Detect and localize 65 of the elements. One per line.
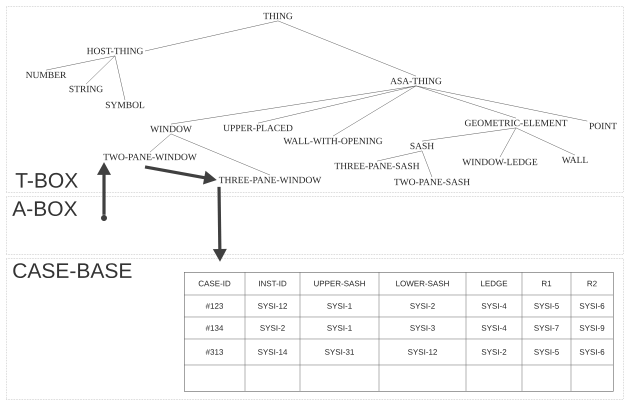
concept-label: WALL: [562, 156, 588, 164]
table-cell: UPPER-SASH: [314, 280, 365, 286]
concept-label: TWO-PANE-SASH: [394, 178, 470, 186]
concept-label: THREE-PANE-WINDOW: [218, 176, 322, 184]
tree-line: [376, 150, 422, 162]
tree-line: [422, 150, 432, 178]
concept-label: GEOMETRIC-ELEMENT: [464, 120, 568, 126]
tree-line: [150, 134, 172, 152]
table-cell: SYSI-2: [260, 325, 285, 331]
tree-line: [258, 86, 416, 124]
concept-label: WINDOW-LEDGE: [462, 158, 538, 166]
tree-line: [416, 86, 516, 118]
concept-label: SYMBOL: [106, 102, 144, 108]
table-cell: #123: [206, 303, 224, 309]
concept-label: ASA-THING: [390, 78, 442, 84]
concept-label: SASH: [410, 142, 434, 150]
concept-label: THING: [263, 12, 292, 20]
table-cell: CASE-ID: [198, 280, 230, 286]
concept-label: WINDOW: [150, 126, 192, 132]
tree-line: [278, 20, 416, 76]
tree-line: [516, 128, 576, 156]
table-cell: SYSI-3: [410, 325, 435, 331]
table-cell: LOWER-SASH: [396, 280, 449, 286]
table-cell: SYSI-2: [482, 349, 506, 355]
concept-label: NUMBER: [26, 72, 66, 78]
table-cell: #313: [206, 349, 224, 355]
concept-label: WALL-WITH-OPENING: [283, 138, 382, 144]
table-cell: SYSI-6: [580, 303, 604, 309]
band: A-BOX: [6, 196, 624, 255]
table-cell: SYSI-5: [534, 349, 559, 355]
tree-line: [46, 56, 116, 70]
case-table: [184, 272, 614, 392]
table-cell: LEDGE: [481, 280, 508, 286]
table-cell: SYSI-1: [327, 303, 352, 309]
concept-label: THREE-PANE-SASH: [334, 162, 420, 170]
table-cell: SYSI-7: [534, 325, 559, 331]
table-cell: SYSI-14: [258, 349, 288, 355]
tree-line: [144, 20, 278, 52]
table-cell: R2: [588, 280, 597, 286]
table-cell: SYSI-2: [410, 303, 435, 309]
concept-label: TWO-PANE-WINDOW: [103, 154, 197, 160]
table-cell: R1: [542, 280, 552, 286]
table-cell: #134: [206, 325, 224, 331]
table-cell: SYSI-1: [327, 325, 352, 331]
table-cell: SYSI-5: [534, 303, 559, 309]
tree-line: [416, 86, 588, 122]
tree-line: [332, 86, 416, 136]
tree-line: [86, 56, 116, 84]
table-cell: SYSI-9: [580, 325, 604, 331]
table-cell: SYSI-31: [324, 349, 354, 355]
tree-line: [170, 86, 416, 124]
tree-line: [114, 56, 126, 100]
tree-line: [500, 128, 516, 158]
table-cell: SYSI-4: [482, 303, 506, 309]
table-cell: SYSI-12: [258, 303, 287, 309]
table-cell: INST-ID: [259, 280, 286, 286]
table-cell: SYSI-12: [408, 349, 437, 355]
concept-label: UPPER-PLACED: [223, 124, 292, 132]
tree-line: [170, 134, 270, 176]
concept-label: HOST-THING: [86, 48, 144, 54]
tree-line: [422, 128, 516, 142]
table-cell: SYSI-4: [482, 325, 506, 331]
concept-label: POINT: [589, 122, 617, 130]
concept-label: STRING: [70, 86, 103, 92]
table-cell: SYSI-6: [580, 349, 604, 355]
